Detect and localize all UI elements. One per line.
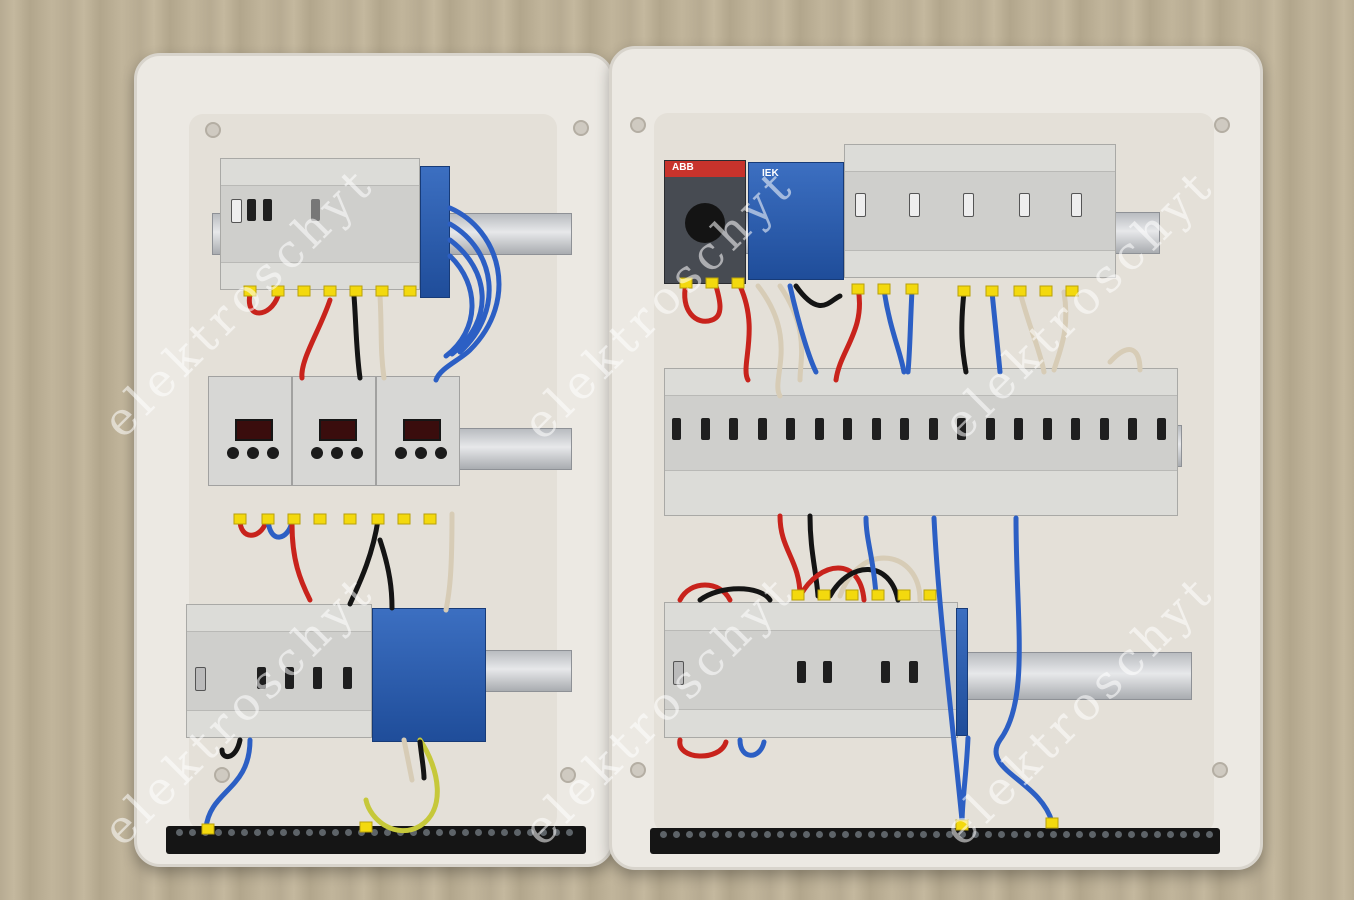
screw-hole bbox=[573, 120, 589, 136]
relay-display bbox=[235, 419, 273, 441]
breaker-toggle bbox=[909, 661, 918, 683]
mcb-toggle bbox=[757, 418, 767, 440]
breaker-toggle bbox=[257, 667, 266, 689]
ground-busbar bbox=[166, 826, 586, 854]
mcb-toggle bbox=[672, 418, 681, 440]
relay-knob bbox=[351, 447, 363, 459]
mcb-toggle bbox=[928, 418, 938, 440]
breaker-toggle bbox=[1019, 193, 1030, 217]
breaker-toggle bbox=[855, 193, 866, 217]
relay-knob bbox=[415, 447, 427, 459]
screw-hole bbox=[1212, 762, 1228, 778]
voltage-relay bbox=[208, 376, 292, 486]
terminal-block-blue bbox=[956, 608, 968, 736]
mcb-toggle bbox=[814, 418, 824, 440]
mcb-toggle bbox=[871, 418, 881, 440]
screw-hole bbox=[630, 762, 646, 778]
mcb-toggle bbox=[985, 418, 995, 440]
breaker-toggle bbox=[313, 667, 322, 689]
mcb-toggle bbox=[1128, 418, 1137, 440]
relay-knob bbox=[435, 447, 447, 459]
breaker-toggle bbox=[963, 193, 974, 217]
relay-knob bbox=[247, 447, 259, 459]
iek-brand-label: IEK bbox=[762, 168, 779, 179]
main-switch bbox=[664, 160, 746, 284]
mcb-toggle bbox=[957, 418, 966, 440]
screw-hole bbox=[1214, 117, 1230, 133]
breaker-toggle bbox=[797, 661, 806, 683]
mcb-toggle bbox=[1156, 418, 1166, 440]
rcbo-group bbox=[844, 144, 1116, 278]
breaker-toggle bbox=[285, 667, 294, 689]
breaker-toggle bbox=[909, 193, 920, 217]
abb-label-strip bbox=[665, 161, 745, 177]
mcb-toggle bbox=[1042, 418, 1052, 440]
switch-dial bbox=[685, 203, 725, 243]
relay-knob bbox=[311, 447, 323, 459]
relay-display bbox=[403, 419, 441, 441]
screw-hole bbox=[560, 767, 576, 783]
breaker-toggle bbox=[247, 199, 256, 221]
terminal-block-blue bbox=[420, 166, 450, 298]
distribution-block-blue bbox=[372, 608, 486, 742]
breaker-toggle bbox=[343, 667, 352, 689]
relay-display bbox=[319, 419, 357, 441]
breaker-toggle bbox=[1071, 193, 1082, 217]
breaker-toggle bbox=[195, 667, 206, 691]
mcb-toggle bbox=[729, 418, 738, 440]
relay-knob bbox=[395, 447, 407, 459]
mcb-toggle bbox=[843, 418, 852, 440]
screw-hole bbox=[630, 117, 646, 133]
breaker-toggle bbox=[231, 199, 242, 223]
mcb-toggle bbox=[1099, 418, 1109, 440]
abb-brand-label: ABB bbox=[672, 162, 694, 173]
breaker-toggle bbox=[263, 199, 272, 221]
distribution-block-blue bbox=[748, 162, 844, 280]
mcb-toggle bbox=[900, 418, 909, 440]
screw-hole bbox=[205, 122, 221, 138]
relay-knob bbox=[331, 447, 343, 459]
breaker-toggle bbox=[673, 661, 684, 685]
breaker-toggle bbox=[311, 199, 320, 221]
breaker-toggle bbox=[881, 661, 890, 683]
mcb-toggle bbox=[700, 418, 710, 440]
breaker-group bbox=[186, 604, 372, 738]
relay-knob bbox=[227, 447, 239, 459]
relay-knob bbox=[267, 447, 279, 459]
breaker-toggle bbox=[823, 661, 832, 683]
mcb-toggle bbox=[1071, 418, 1080, 440]
mcb-toggle bbox=[786, 418, 795, 440]
voltage-relay bbox=[376, 376, 460, 486]
mcb-toggle bbox=[1014, 418, 1023, 440]
neutral-busbar bbox=[650, 828, 1220, 854]
rcd-group bbox=[664, 602, 958, 738]
mcb-row bbox=[664, 368, 1178, 516]
rcbo-module bbox=[220, 158, 420, 290]
voltage-relay bbox=[292, 376, 376, 486]
